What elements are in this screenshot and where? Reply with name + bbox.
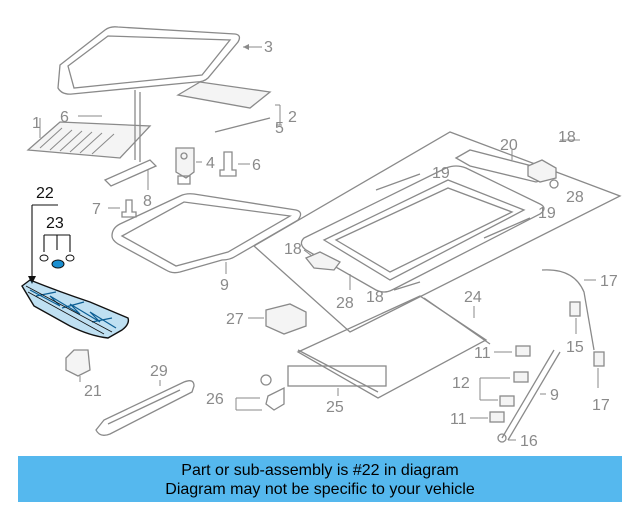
callout-25: 25	[326, 399, 344, 416]
motor-27	[265, 303, 307, 335]
callout-5: 3	[264, 39, 273, 56]
callout-4: 4	[206, 155, 215, 172]
callout-16: 17	[592, 397, 610, 414]
clip-23	[51, 259, 65, 269]
caption-line-2: Diagram may not be specific to your vehi…	[165, 481, 475, 498]
callout-24: 24	[464, 289, 482, 306]
callout-29: 29	[150, 363, 168, 380]
callout-2: 2	[288, 109, 297, 126]
callout-10: 9	[550, 387, 559, 404]
callout-15: 16	[520, 433, 538, 450]
callout-14: 15	[566, 339, 584, 356]
sunroof-frame	[300, 149, 552, 293]
callout-12: 12	[452, 375, 470, 392]
frame-seal	[57, 26, 241, 95]
callout-7b: 7	[92, 201, 101, 218]
callout-20: 20	[500, 137, 518, 154]
callout-22: 22	[36, 185, 54, 202]
callout-18b: 18	[366, 289, 384, 306]
callout-19b: 19	[538, 205, 556, 222]
callout-17: 18	[558, 129, 576, 146]
callout-8: 8	[143, 193, 152, 210]
bolt	[219, 151, 237, 177]
callout-7a: 6	[252, 157, 261, 174]
seal-9	[111, 193, 302, 274]
callout-18a: 18	[284, 241, 302, 258]
parts-diagram: 1 3 6 2 5 4 6 8 7 9 22 23	[21, 26, 622, 450]
callout-26: 26	[206, 391, 224, 408]
sunshade-24	[296, 295, 488, 399]
shade-panel	[176, 81, 272, 109]
callout-19a: 19	[432, 165, 450, 182]
callout-13: 17	[600, 273, 618, 290]
callout-11a: 11	[474, 345, 491, 362]
callout-28a: 28	[566, 189, 584, 206]
callout-9: 9	[220, 277, 229, 294]
callout-27: 27	[226, 311, 244, 328]
caption-banner: Part or sub-assembly is #22 in diagram D…	[18, 456, 622, 502]
callout-23: 23	[46, 215, 64, 232]
glass-panel	[26, 121, 152, 159]
frame-assembly-17	[252, 131, 622, 333]
callout-21: 21	[84, 383, 102, 400]
caption-line-1: Part or sub-assembly is #22 in diagram	[181, 462, 459, 479]
callout-1: 1	[32, 115, 41, 132]
callout-28b: 28	[336, 295, 354, 312]
callout-3: 5	[275, 120, 284, 137]
callout-11b: 11	[450, 411, 467, 428]
wind-deflector-22	[21, 279, 130, 339]
callout-6: 6	[60, 109, 69, 126]
